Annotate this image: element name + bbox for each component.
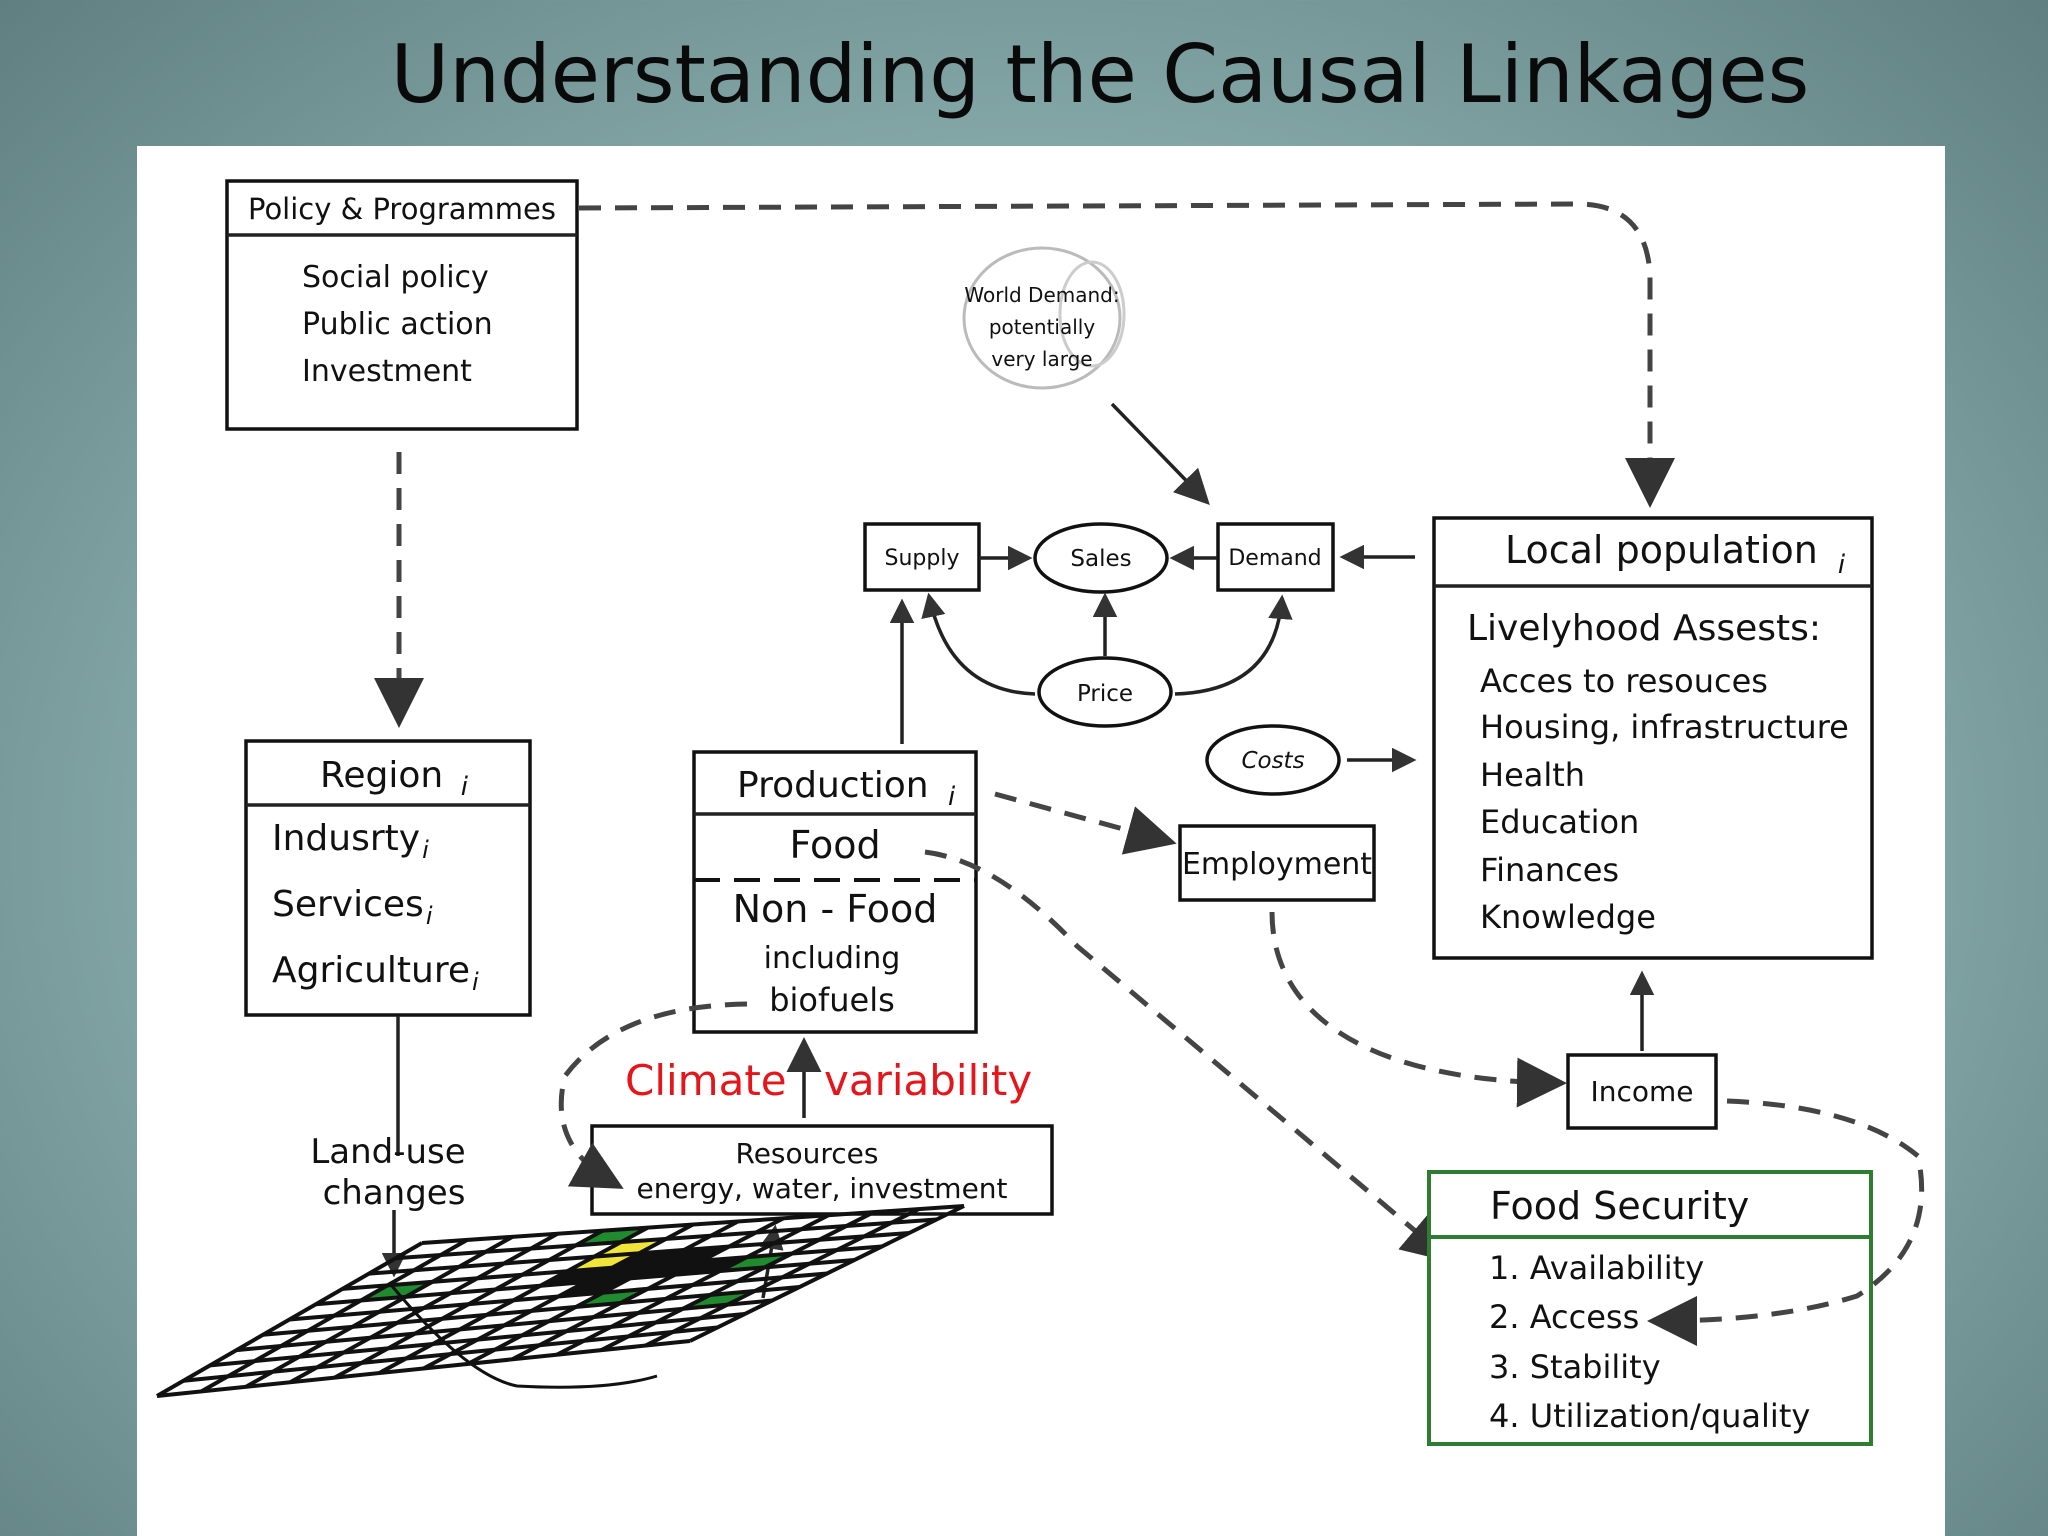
food-security-box: Food Security 1. Availability 2. Access …	[1427, 1170, 1873, 1446]
region-header: Region i	[320, 755, 469, 802]
grid-cell	[657, 1246, 730, 1265]
costs-label: Costs	[1241, 748, 1304, 774]
asset-item: Knowledge	[1480, 898, 1656, 936]
production-box: Production i Food Non - Food including b…	[692, 750, 978, 1034]
region-item: Servicesi	[272, 884, 433, 930]
asset-item: Education	[1480, 803, 1639, 841]
policy-item: Investment	[302, 354, 472, 389]
grid-cell	[576, 1288, 648, 1307]
local-population-header: Local population i	[1505, 528, 1846, 580]
resources-title: Resources	[736, 1137, 879, 1170]
including-label: including	[764, 941, 901, 976]
supply-label: Supply	[885, 546, 960, 571]
local-population-box: Local population i Livelyhood Assests: A…	[1432, 516, 1874, 960]
price-label: Price	[1077, 681, 1133, 707]
policy-box: Policy & Programmes Social policy Public…	[225, 179, 579, 431]
food-label: Food	[789, 823, 880, 867]
grid-cell	[682, 1290, 755, 1309]
grid-cell	[585, 1264, 658, 1283]
grid-line	[422, 1222, 694, 1371]
biofuels-label: biofuels	[769, 981, 895, 1019]
demand-label: Demand	[1228, 546, 1321, 571]
asset-item: Housing, infrastructure	[1480, 708, 1849, 746]
policy-to-population-arrow	[578, 201, 1675, 508]
grid-cell	[575, 1227, 648, 1246]
slide-title: Understanding the Causal Linkages	[390, 28, 1810, 121]
food-security-item: 2. Access	[1489, 1298, 1639, 1336]
grid-line	[600, 1210, 875, 1352]
food-security-header: Food Security	[1490, 1184, 1749, 1228]
demand-box: Demand	[1216, 522, 1335, 592]
climate-label: Climate	[625, 1056, 787, 1105]
grid-line	[244, 1235, 514, 1389]
policy-item: Public action	[302, 307, 493, 342]
land-use-label: Land-use	[310, 1132, 465, 1172]
production-to-employment-arrow	[994, 791, 1177, 855]
price-ellipse: Price	[1037, 656, 1173, 728]
grid-cell	[594, 1238, 667, 1257]
causal-diagram: Policy & Programmes Social policy Public…	[155, 179, 1925, 1446]
variability-label: variability	[824, 1056, 1032, 1105]
grid-cell	[567, 1253, 640, 1272]
policy-item: Social policy	[302, 260, 489, 295]
food-security-item: 3. Stability	[1489, 1348, 1661, 1386]
grid-line	[378, 1225, 649, 1375]
grid-line	[333, 1228, 604, 1380]
river-line	[390, 1285, 658, 1389]
costs-ellipse: Costs	[1205, 724, 1341, 796]
grid-cell	[612, 1249, 685, 1268]
resources-detail: energy, water, investment	[636, 1172, 1007, 1205]
income-box: Income	[1566, 1053, 1718, 1130]
grid-cell	[630, 1260, 703, 1279]
employment-to-income-arrow	[1269, 911, 1567, 1108]
region-item: Agriculturei	[272, 950, 479, 996]
sales-ellipse: Sales	[1033, 522, 1169, 594]
diagram-panel: Policy & Programmes Social policy Public…	[137, 146, 1945, 1536]
food-to-foodsecurity-arrow	[924, 849, 1453, 1263]
grid-cell	[540, 1267, 613, 1286]
production-header: Production i	[737, 765, 956, 812]
supply-box: Supply	[863, 522, 981, 592]
food-security-item: 1. Availability	[1489, 1249, 1704, 1287]
income-label: Income	[1590, 1075, 1693, 1108]
region-box: Region i Indusrtyi Servicesi Agriculture…	[244, 739, 532, 1017]
policy-header: Policy & Programmes	[248, 192, 556, 226]
food-security-item: 4. Utilization/quality	[1489, 1397, 1810, 1435]
grid-cell	[719, 1253, 792, 1272]
grid-cell	[558, 1278, 631, 1297]
employment-box: Employment	[1178, 824, 1376, 902]
price-to-supply-arrow	[921, 592, 1036, 696]
grid-line	[466, 1219, 740, 1366]
world-demand-line: World Demand:	[964, 283, 1119, 307]
grid-cell	[674, 1257, 747, 1275]
livelihood-assets-title: Livelyhood Assests:	[1467, 608, 1821, 649]
world-demand-cloud: World Demand: potentially very large	[962, 246, 1126, 390]
non-food-label: Non - Food	[733, 887, 938, 931]
employment-label: Employment	[1182, 847, 1372, 882]
grid-line	[200, 1238, 469, 1394]
asset-item: Health	[1480, 756, 1585, 794]
grid-line	[555, 1213, 830, 1357]
sales-label: Sales	[1070, 546, 1131, 572]
biofuels-to-resources-arrow	[558, 1001, 748, 1189]
land-grid	[155, 1204, 965, 1398]
grid-line	[289, 1232, 559, 1384]
world-demand-arrow	[1110, 402, 1210, 506]
grid-line	[511, 1216, 785, 1362]
resources-box: Resources energy, water, investment	[590, 1124, 1054, 1216]
income-to-access-arrow	[1647, 1098, 1925, 1346]
grid-line	[644, 1207, 920, 1348]
grid-line	[689, 1204, 965, 1343]
asset-item: Finances	[1480, 851, 1619, 889]
region-item: Indusrtyi	[272, 818, 429, 864]
price-to-demand-arrow	[1174, 594, 1293, 696]
land-use-label: changes	[323, 1173, 466, 1213]
grid-line	[155, 1241, 424, 1398]
world-demand-line: potentially	[989, 315, 1096, 339]
world-demand-line: very large	[991, 347, 1092, 371]
asset-item: Acces to resouces	[1480, 662, 1768, 700]
